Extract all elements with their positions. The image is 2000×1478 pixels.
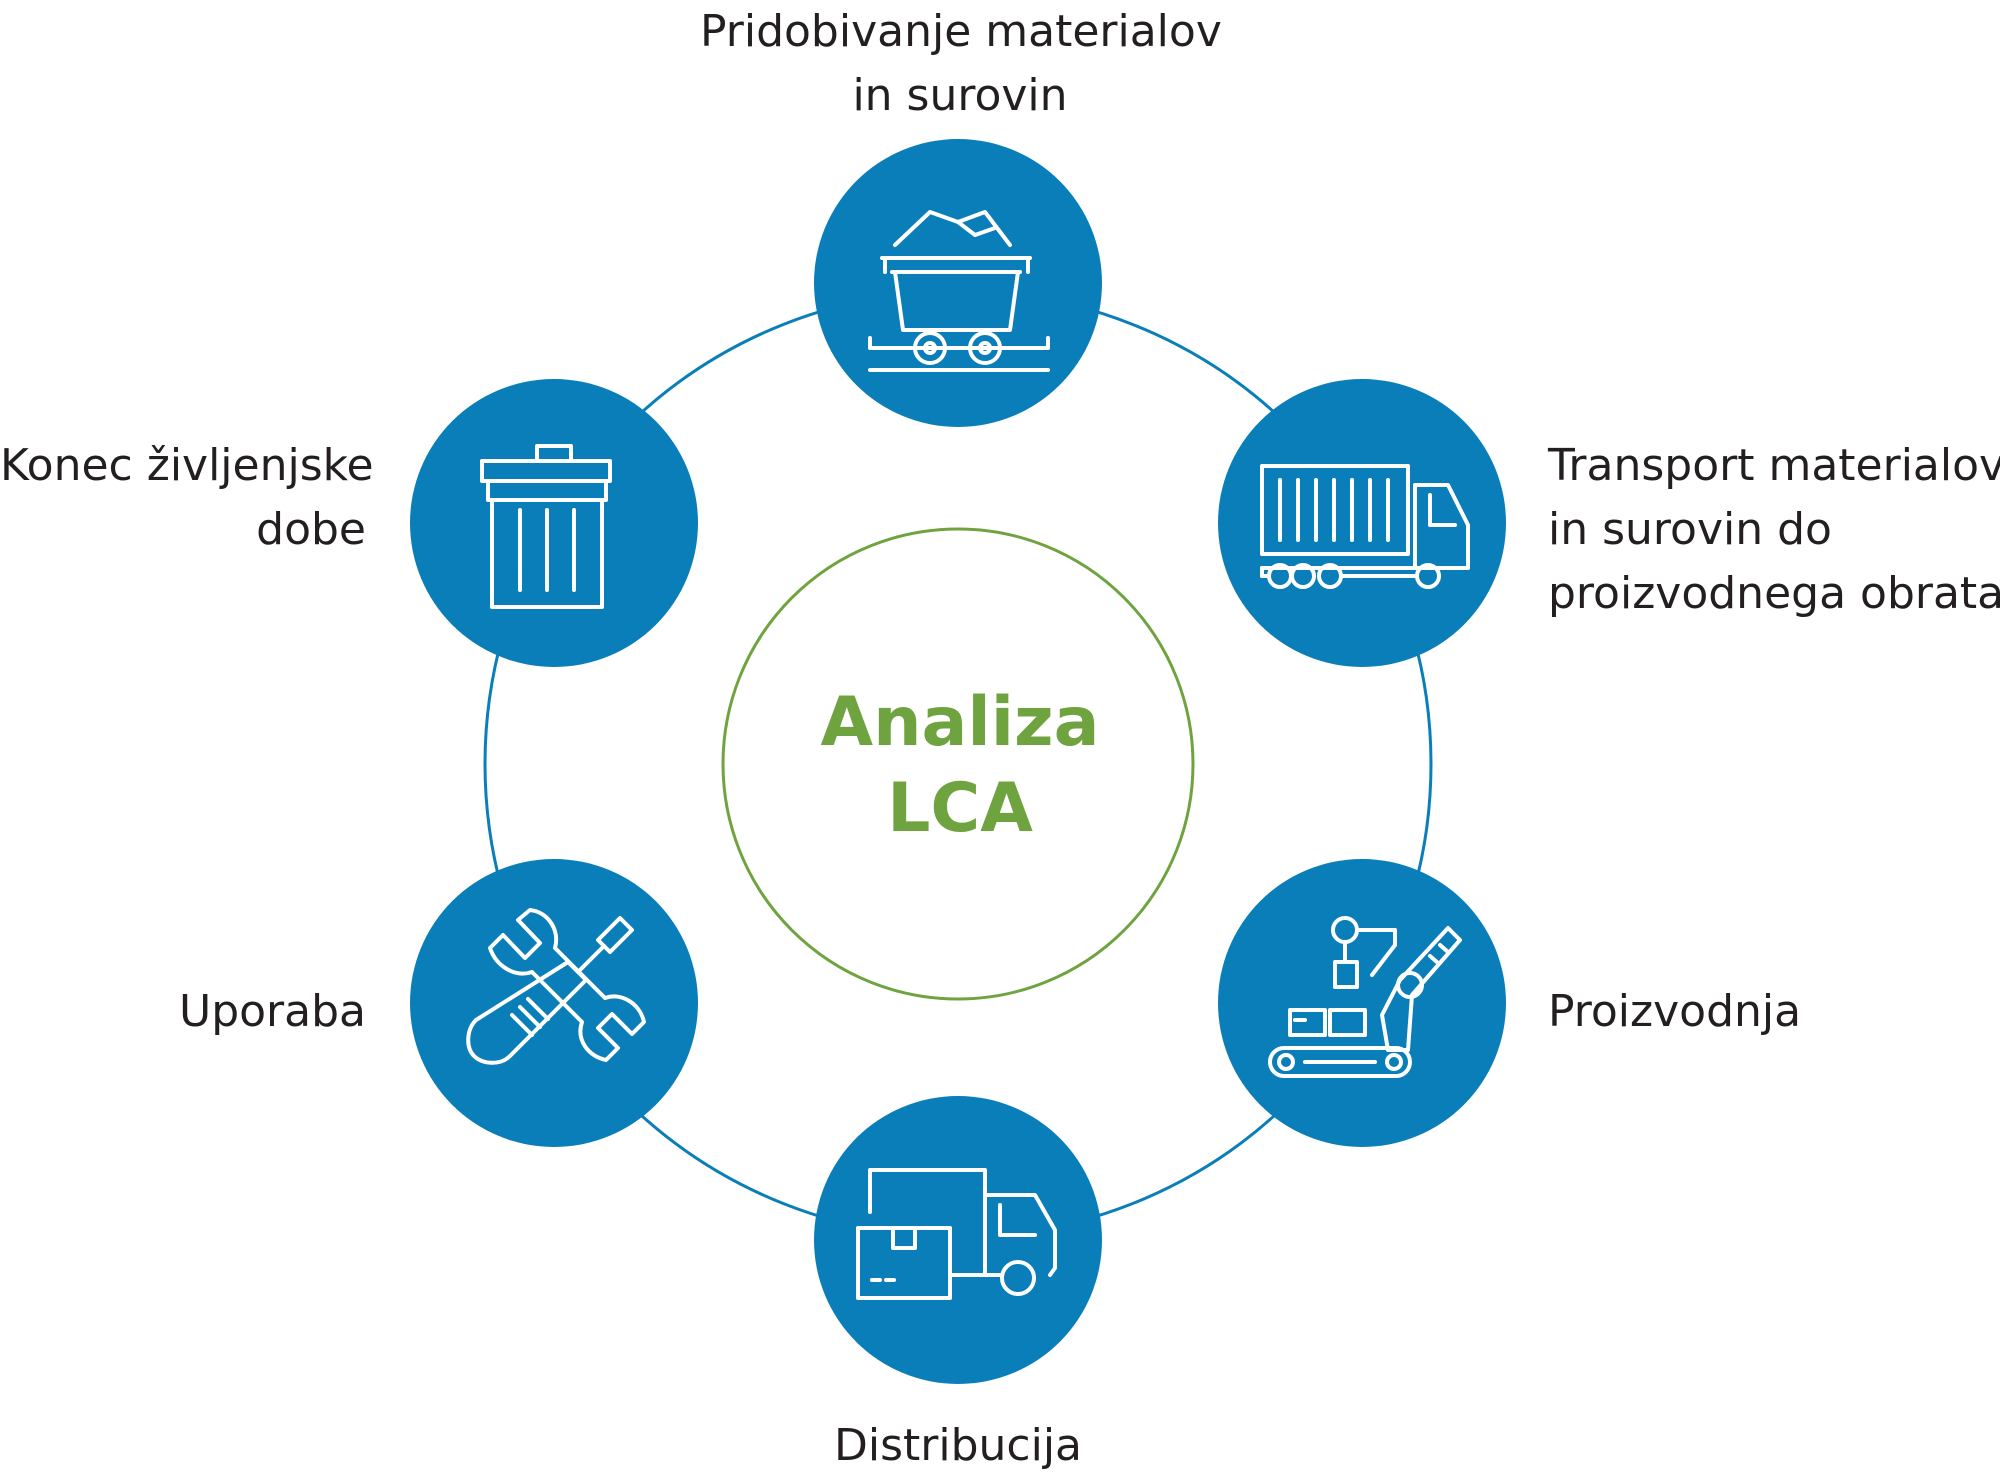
center-ring xyxy=(721,527,1195,1001)
node-raw-materials xyxy=(814,139,1102,427)
trash-bin-icon xyxy=(480,444,612,609)
center-title-line2: LCA xyxy=(887,769,1033,848)
container-truck-icon xyxy=(1260,464,1470,589)
node-use xyxy=(410,859,698,1147)
label-raw-line2: in surovin xyxy=(852,70,1068,121)
label-end-of-life: Konec življenjske dobe xyxy=(0,434,374,562)
label-transport: Transport materialov in surovin do proiz… xyxy=(1548,434,2000,626)
label-end-line2: dobe xyxy=(256,504,366,555)
label-production-line1: Proizvodnja xyxy=(1548,986,1802,1037)
label-distribution: Distribucija xyxy=(758,1414,1158,1478)
label-transport-line3: proizvodnega obrata xyxy=(1548,568,2000,619)
label-transport-line2: in surovin do xyxy=(1548,504,1832,555)
label-distribution-line1: Distribucija xyxy=(833,1420,1082,1471)
label-raw-materials: Pridobivanje materialov in surovin xyxy=(700,0,1222,128)
center-title: Analiza LCA xyxy=(730,680,1190,852)
node-distribution xyxy=(814,1096,1102,1384)
label-transport-line1: Transport materialov xyxy=(1548,440,2000,491)
robot-arm-icon xyxy=(1268,916,1462,1078)
delivery-truck-icon xyxy=(856,1168,1057,1300)
node-production xyxy=(1218,859,1506,1147)
mine-cart-icon xyxy=(868,210,1050,372)
node-end-of-life xyxy=(410,379,698,667)
label-use-line1: Uporaba xyxy=(179,986,366,1037)
label-use: Uporaba xyxy=(0,980,366,1044)
label-raw-line1: Pridobivanje materialov xyxy=(700,6,1222,57)
label-production: Proizvodnja xyxy=(1548,980,1801,1044)
label-end-line1: Konec življenjske xyxy=(0,440,374,491)
center-title-line1: Analiza xyxy=(820,683,1100,762)
wrench-screwdriver-icon xyxy=(466,908,646,1065)
node-transport xyxy=(1218,379,1506,667)
